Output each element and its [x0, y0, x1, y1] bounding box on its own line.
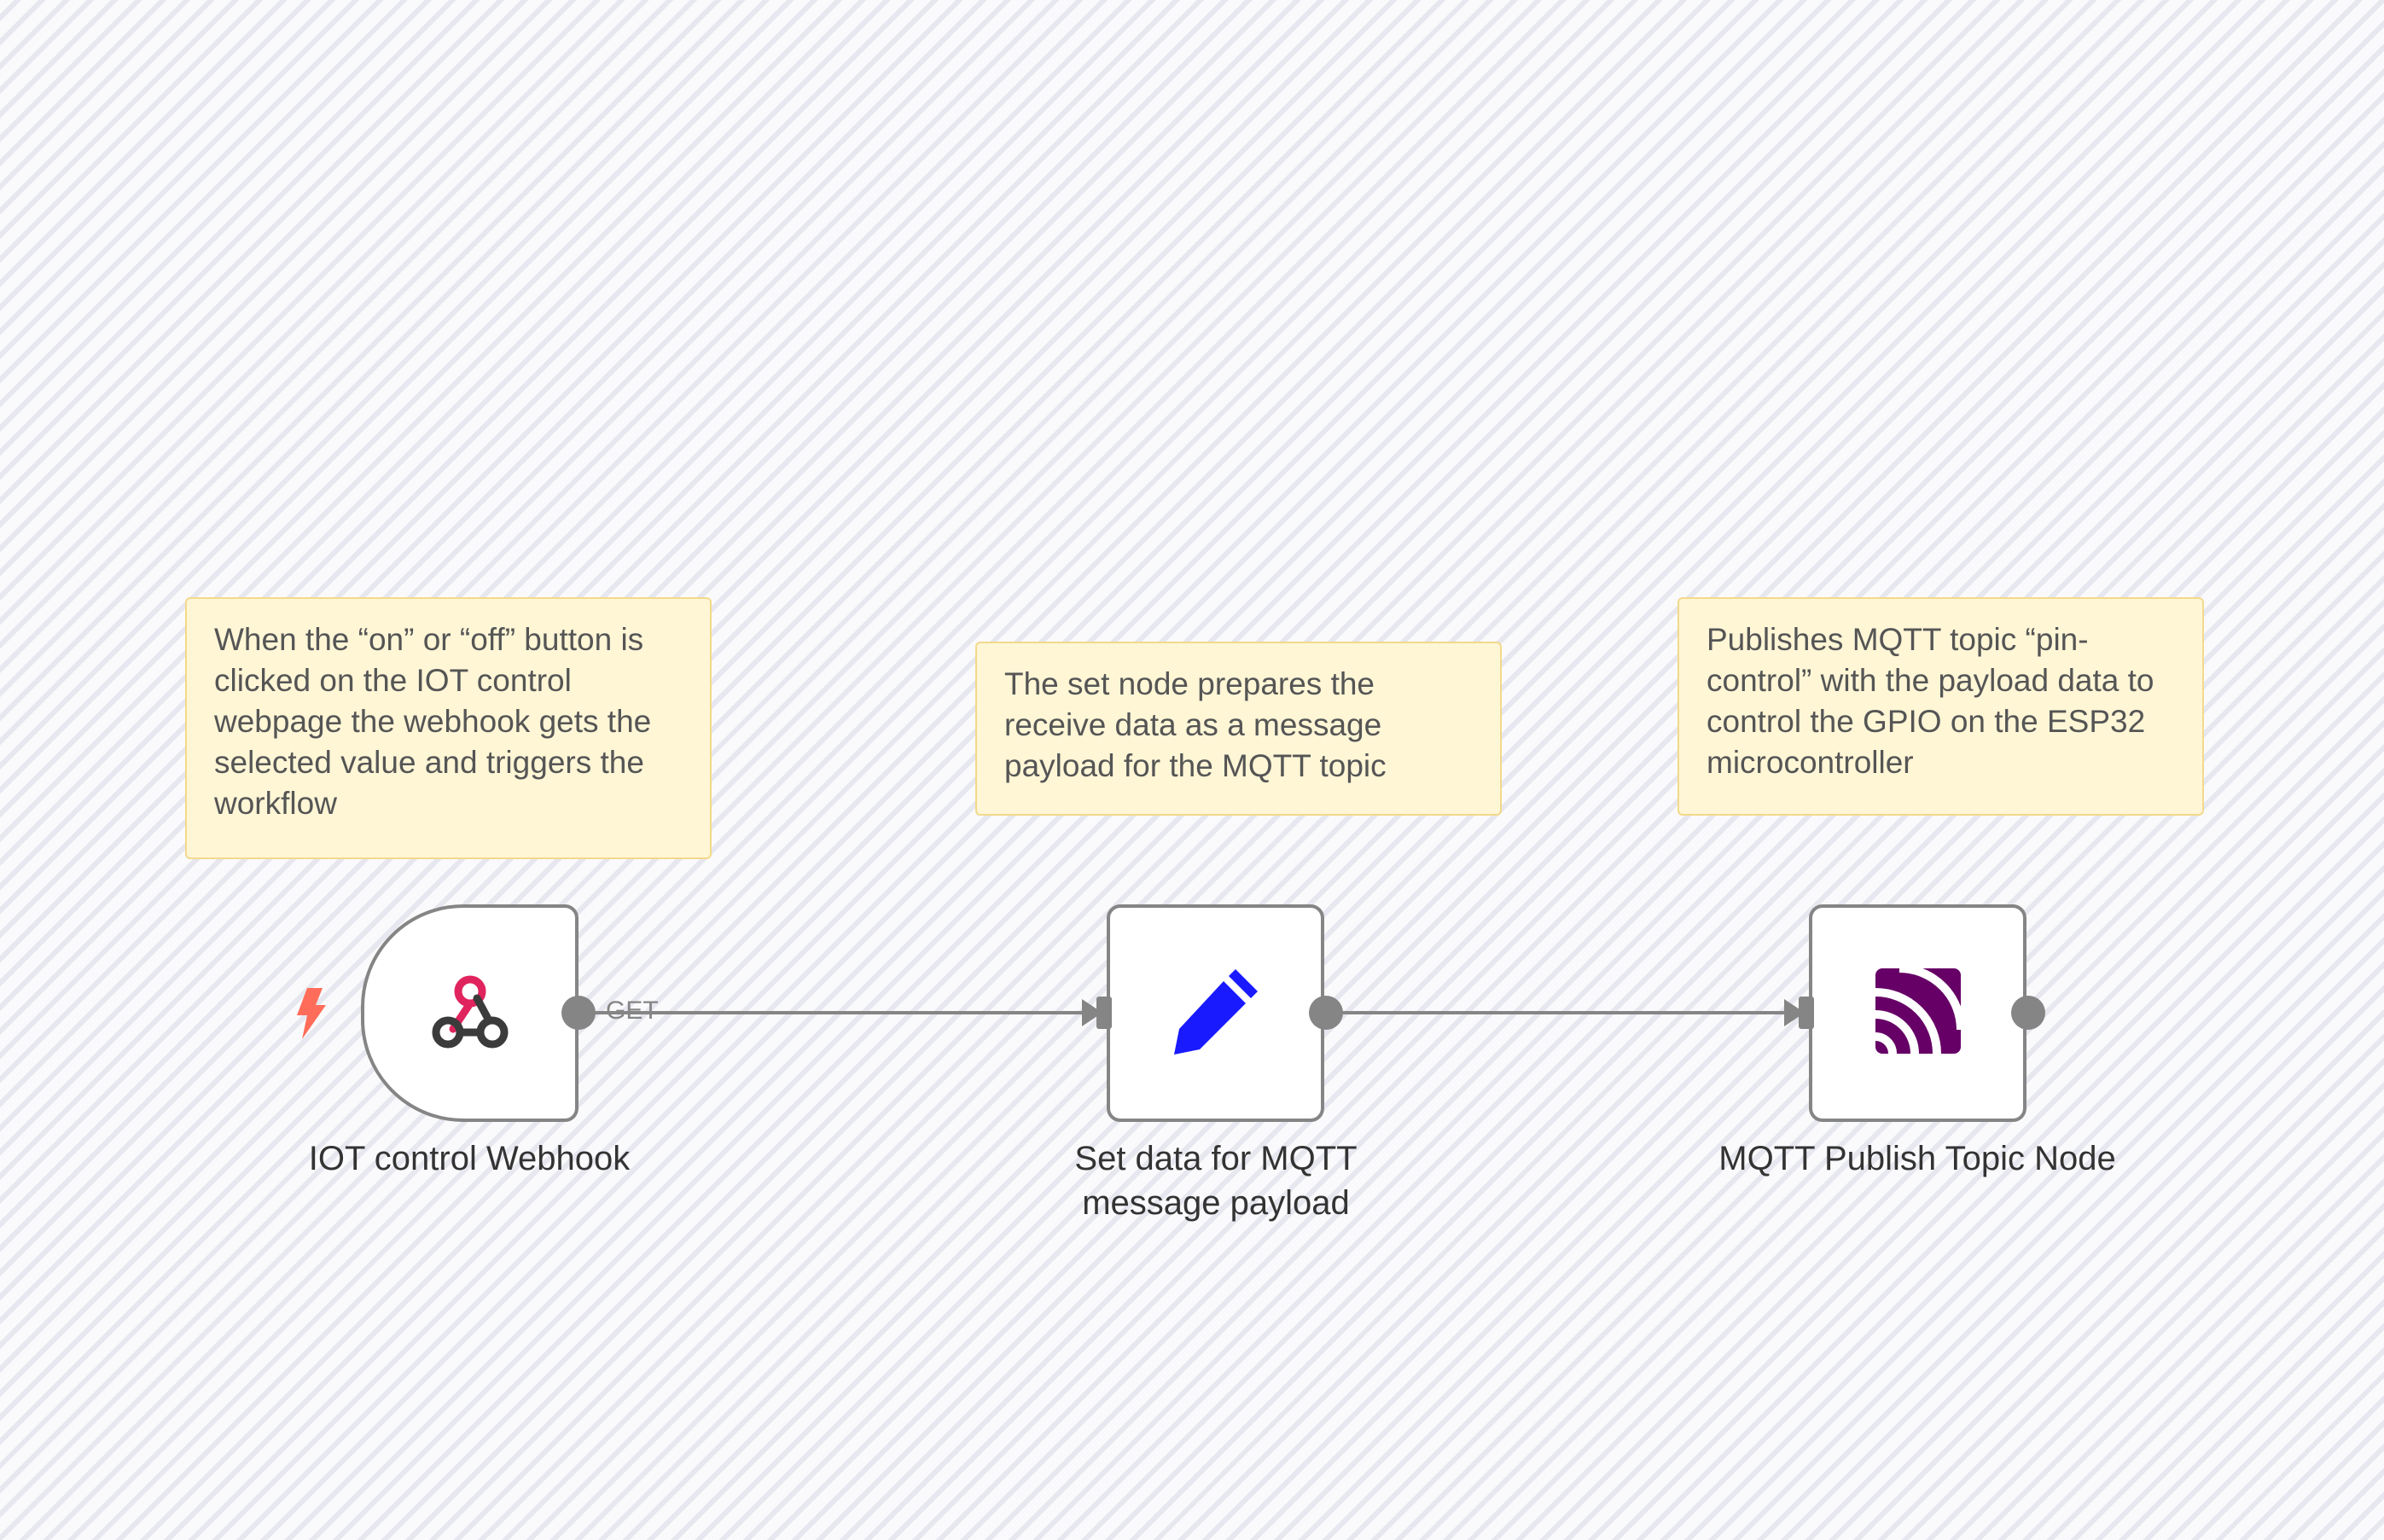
node-label-set: Set data for MQTT message payload — [1074, 1140, 1358, 1222]
node-set-data-mqtt-payload[interactable] — [1107, 904, 1324, 1122]
sticky-note-text: When the “on” or “off” button is clicked… — [214, 622, 652, 821]
arrow-head-icon — [1082, 999, 1102, 1026]
sticky-note-webhook[interactable]: When the “on” or “off” button is clicked… — [185, 597, 712, 859]
mqtt-icon — [1874, 964, 1965, 1060]
sticky-note-set[interactable]: The set node prepares the receive data a… — [975, 642, 1502, 816]
lightning-bolt-icon — [292, 988, 329, 1039]
output-port[interactable] — [561, 996, 596, 1030]
pencil-icon — [1169, 964, 1263, 1062]
node-iot-control-webhook[interactable] — [361, 904, 579, 1122]
input-port[interactable] — [1096, 997, 1112, 1029]
arrow-head-icon — [1784, 999, 1805, 1026]
node-label-webhook: IOT control Webhook — [308, 1140, 631, 1177]
webhook-icon — [427, 973, 513, 1054]
sticky-note-text: The set node prepares the receive data a… — [1004, 666, 1387, 783]
output-port[interactable] — [1309, 996, 1343, 1030]
input-port[interactable] — [1799, 997, 1814, 1029]
output-port[interactable] — [2011, 996, 2045, 1030]
sticky-note-text: Publishes MQTT topic “pin-control” with … — [1707, 622, 2154, 780]
node-label-mqtt: MQTT Publish Topic Node — [1718, 1140, 2116, 1177]
node-mqtt-publish-topic[interactable] — [1809, 904, 2026, 1122]
connection-label-get: GET — [606, 997, 659, 1025]
sticky-note-mqtt[interactable]: Publishes MQTT topic “pin-control” with … — [1678, 597, 2204, 816]
